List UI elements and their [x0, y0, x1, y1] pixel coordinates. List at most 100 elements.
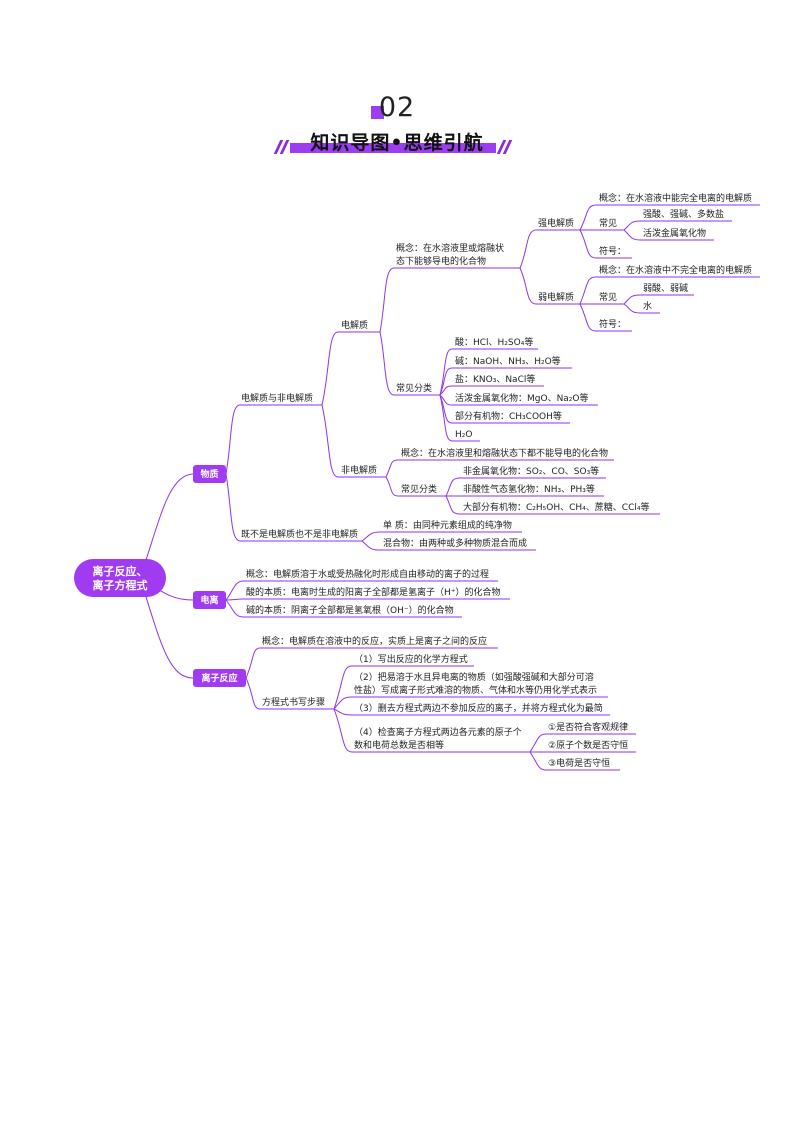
node-lzfy-gainian: 概念：电解质在溶液中的反应，实质上是离子之间的反应	[262, 635, 487, 647]
node-dianli-suan: 酸的本质：电离时生成的阳离子全部都是氢离子（H⁺）的化合物	[246, 586, 501, 598]
link-qiang-fuhao	[579, 229, 597, 259]
node-ruo-fuhao: 符号：	[599, 318, 626, 330]
link-step4	[333, 708, 353, 753]
node-fei-item2: 非酸性气态氢化物：NH₃、PH₃等	[463, 483, 595, 495]
node-gainian-line1: 概念：在水溶液里或熔融状	[396, 242, 504, 254]
node-fei-changjian-fenlei: 常见分类	[401, 483, 437, 495]
node-fl-youji: 部分有机物：CH₃COOH等	[455, 410, 562, 422]
underlines	[240, 204, 760, 771]
link-fl-jian	[439, 367, 453, 396]
link-lzfy-gainian	[245, 647, 261, 679]
section-number: 02	[378, 92, 416, 123]
node-dianjiezhi: 电解质	[341, 319, 368, 331]
node-check2: ②原子个数是否守恒	[548, 739, 628, 751]
link-check3	[529, 751, 547, 771]
link-fl-yan	[439, 385, 453, 396]
link-dianli-jian	[225, 599, 245, 618]
node-qiang-fuhao: 符号：	[599, 245, 626, 257]
branch-wuzhi-label: 物质	[200, 468, 218, 480]
link-ruo-fuhao	[579, 303, 597, 332]
link-ruo-gainian	[579, 276, 597, 305]
node-step2-line1: （2）把易溶于水且异电离的物质（如强酸强碱和大部分可溶	[354, 671, 594, 683]
node-check1: ①是否符合客观规律	[548, 721, 628, 733]
node-dianjiezhi-yu-feidianjiezhi: 电解质与非电解质	[241, 392, 313, 404]
link-fei-fenlei	[385, 476, 399, 497]
link-dianjiezhi-fenlei	[379, 331, 395, 396]
link-fei-item1	[445, 477, 461, 497]
link-dianli-suan	[225, 598, 245, 601]
node-fl-huopo: 活泼金属氧化物：MgO、Na₂O等	[455, 392, 589, 404]
link-fl-h2o	[439, 394, 453, 442]
link-fl-huopo	[439, 394, 453, 406]
node-fl-yan: 盐：KNO₃、NaCl等	[455, 373, 535, 385]
link-qiang-gainian	[579, 204, 597, 231]
link-step2	[333, 696, 353, 710]
node-qiang-gainian: 概念：在水溶液中能完全电离的电解质	[599, 192, 752, 204]
node-fei-gainian: 概念：在水溶液里和熔融状态下都不能导电的化合物	[401, 447, 608, 459]
link-fei-item3	[445, 495, 461, 515]
link-fl-youji	[439, 394, 453, 424]
node-ruo-changjian: 常见	[599, 291, 617, 303]
branch-lizifanying-label: 离子反应	[201, 672, 237, 684]
node-step4-line2: 数和电荷总数是否相等	[354, 739, 444, 751]
link-ruo-item2	[623, 303, 641, 314]
node-ruo-item1: 弱酸、弱碱	[643, 283, 688, 294]
node-gainian-line2: 态下能够导电的化合物	[396, 255, 486, 267]
labels: 电解质与非电解质 电解质 概念：在水溶液里或熔融状 态下能够导电的化合物 强电解…	[241, 192, 752, 769]
link-step1	[333, 665, 353, 710]
node-dianli-gainian: 概念：电解质溶于水或受热融化时形成自由移动的离子的过程	[246, 568, 489, 580]
node-hunhewu: 混合物：由两种或多种物质混合而成	[383, 537, 527, 549]
node-fl-jian: 碱：NaOH、NH₃、H₂O等	[455, 355, 561, 367]
node-qiang: 强电解质	[538, 217, 574, 229]
node-step1: （1）写出反应的化学方程式	[354, 653, 468, 665]
root-line1: 离子反应、	[93, 564, 148, 578]
node-fl-h2o: H₂O	[455, 430, 472, 440]
node-qiang-item2: 活泼金属氧化物	[643, 227, 706, 239]
node-check3: ③电荷是否守恒	[548, 757, 610, 769]
node-fei-item3: 大部分有机物：C₂H₅OH、CH₄、蔗糖、CCl₄等	[463, 501, 649, 513]
node-changjian-fenlei: 常见分类	[396, 382, 432, 394]
link-dianjiezhi-gainian	[379, 267, 395, 333]
node-step3: （3）删去方程式两边不参加反应的离子，并将方程式化为最简	[354, 702, 603, 714]
link-djz-dianjiezhi	[321, 331, 339, 406]
node-step2-line2: 性盐）写成离子形式难溶的物质、气体和水等仍用化学式表示	[354, 684, 597, 696]
header-accent-square	[371, 106, 384, 119]
node-feidianjiezhi: 非电解质	[341, 464, 377, 476]
link-djz-fei	[321, 404, 339, 478]
branch-lizifanying	[193, 669, 246, 687]
link-qiang-item1	[623, 220, 641, 231]
link-dianli-gainian	[225, 580, 245, 601]
link-root-lizifanying	[139, 577, 194, 679]
branch-dianli-label: 电离	[200, 594, 218, 606]
link-qiang-item2	[623, 229, 641, 241]
link-jibushi-hunhewu	[361, 540, 381, 551]
branch-dianli	[193, 591, 226, 609]
node-qiang-item1: 强酸、强碱、多数盐	[643, 208, 724, 220]
node-jibushi: 既不是电解质也不是非电解质	[241, 528, 358, 540]
link-fl-suan	[439, 348, 453, 396]
node-ruo-gainian: 概念：在水溶液中不完全电离的电解质	[599, 264, 752, 276]
node-lzfy-buzhou: 方程式书写步骤	[262, 696, 325, 708]
node-step4-line1: （4）检查离子方程式两边各元素的原子个	[354, 726, 522, 738]
link-step3	[333, 708, 353, 716]
node-ruo-item2: 水	[643, 300, 652, 312]
branch-wuzhi	[193, 465, 226, 483]
node-fl-suan: 酸：HCl、H₂SO₄等	[455, 336, 533, 348]
connectors	[139, 204, 641, 771]
link-jibushi-danzhi	[361, 531, 381, 542]
link-wuzhi-jibushi	[225, 473, 241, 542]
root-node	[74, 559, 166, 597]
link-wuzhi-djz	[225, 404, 241, 475]
node-ruo: 弱电解质	[538, 291, 574, 303]
node-fei-item1: 非金属氧化物：SO₂、CO、SO₃等	[463, 465, 599, 477]
link-check1	[529, 733, 547, 753]
link-fei-gainian	[385, 459, 399, 478]
link-lzfy-buzhou	[245, 677, 261, 710]
root-line2: 离子方程式	[93, 578, 148, 592]
page-title: 知识导图•思维引航	[310, 132, 484, 154]
link-gainian-ruo	[519, 267, 537, 305]
link-gainian-qiang	[519, 229, 537, 269]
node-qiang-changjian: 常见	[599, 217, 617, 229]
node-danzhi: 单 质：由同种元素组成的纯净物	[383, 519, 512, 531]
